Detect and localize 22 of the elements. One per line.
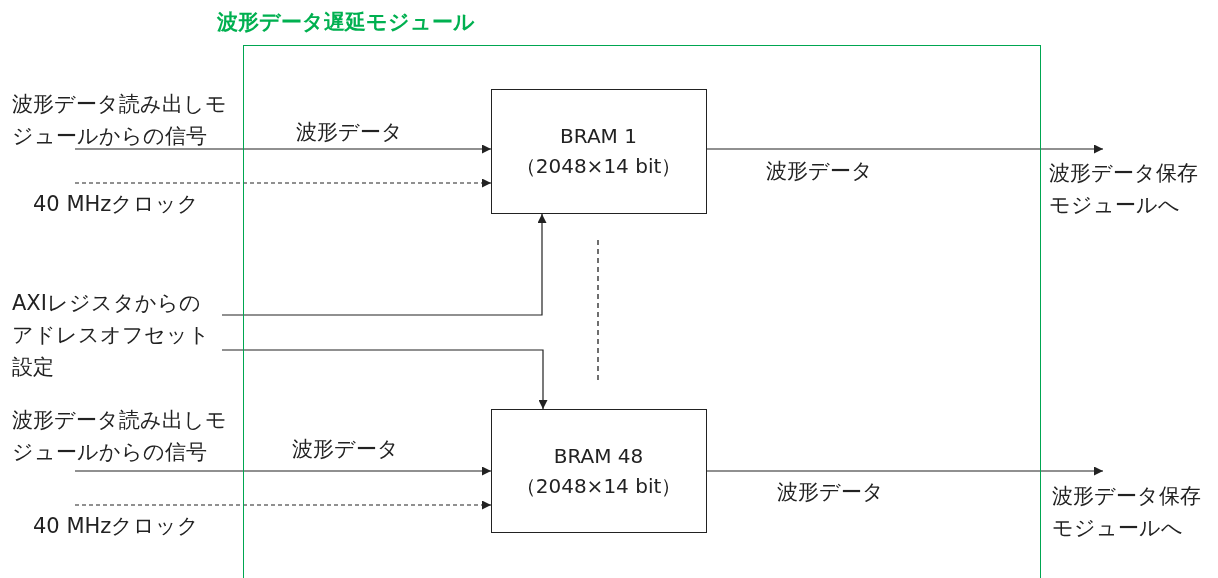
arrow bbox=[221, 213, 547, 316]
arrow bbox=[74, 144, 492, 154]
signal-label: AXIレジスタからのアドレスオフセット設定 bbox=[12, 287, 222, 383]
memory-block: BRAM 1 （2048×14 bit） bbox=[490, 88, 707, 214]
edge-label: 波形データ bbox=[296, 119, 403, 146]
arrow bbox=[74, 466, 492, 476]
signal-label: 波形データ読み出しモジュールからの信号 bbox=[12, 88, 244, 152]
signal-label: 波形データ読み出しモジュールからの信号 bbox=[12, 404, 244, 468]
edge-label: 波形データ bbox=[777, 479, 884, 506]
arrow bbox=[706, 466, 1104, 476]
memory-block: BRAM 48 （2048×14 bit） bbox=[490, 408, 707, 533]
signal-label: 40 MHzクロック bbox=[33, 188, 233, 220]
edge-label: 波形データ bbox=[766, 158, 873, 185]
arrow bbox=[706, 144, 1104, 154]
signal-label: 波形データ保存モジュールへ bbox=[1049, 157, 1214, 221]
edge-label: 波形データ bbox=[292, 436, 399, 463]
dashed-arrow bbox=[74, 500, 492, 510]
dashed-arrow bbox=[74, 178, 492, 188]
signal-label: 波形データ保存モジュールへ bbox=[1052, 480, 1217, 544]
signal-label: 40 MHzクロック bbox=[33, 510, 233, 542]
module-title: 波形データ遅延モジュール bbox=[217, 9, 475, 36]
arrow bbox=[221, 349, 548, 410]
